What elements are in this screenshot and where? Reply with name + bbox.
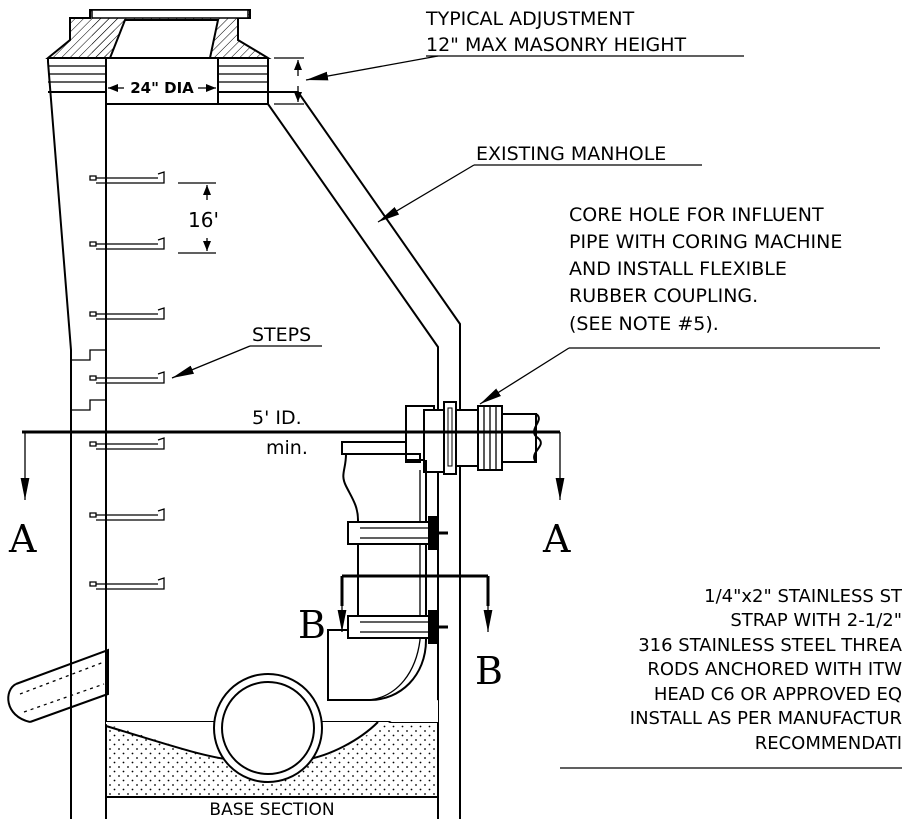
inside-diameter-label: 5' ID.	[252, 407, 302, 429]
section-line-b	[337, 574, 493, 632]
steps-label: STEPS	[252, 324, 311, 346]
inlet-pipe-left	[7, 648, 109, 723]
core-hole-line3: AND INSTALL FLEXIBLE	[569, 258, 787, 280]
step	[89, 171, 165, 184]
strap-note-line6: INSTALL AS PER MANUFACTUR	[630, 708, 902, 729]
diameter-dimension	[105, 58, 219, 104]
strap-note-line2: STRAP WITH 2-1/2"	[730, 610, 902, 631]
section-a-left-label: A	[8, 517, 37, 561]
internal-drop-pipe	[327, 441, 448, 701]
step-spacing-dimension	[178, 182, 216, 254]
core-hole-line4: RUBBER COUPLING.	[569, 285, 758, 307]
inside-diameter-min-label: min.	[266, 437, 308, 459]
section-a-right-label: A	[542, 517, 571, 561]
base-section-label: BASE SECTION	[209, 800, 334, 819]
manhole-steps	[89, 171, 165, 590]
existing-manhole-label: EXISTING MANHOLE	[476, 143, 666, 165]
strap-note-line3: 316 STAINLESS STEEL THREA	[638, 635, 902, 656]
step	[89, 577, 165, 590]
step	[89, 508, 165, 521]
step	[89, 307, 165, 320]
base-section	[105, 673, 439, 798]
core-hole-line5: (SEE NOTE #5).	[569, 313, 719, 335]
strap-note: 1/4"x2" STAINLESS ST STRAP WITH 2-1/2" 3…	[630, 586, 902, 754]
step	[89, 371, 165, 384]
section-b-left-label: B	[298, 603, 326, 647]
core-hole-line1: CORE HOLE FOR INFLUENT	[569, 204, 824, 226]
step	[89, 437, 165, 450]
strap-note-line7: RECOMMENDATI	[755, 733, 902, 754]
adjustment-rings	[48, 57, 269, 104]
frame-and-cover	[45, 9, 272, 59]
core-hole-line2: PIPE WITH CORING MACHINE	[569, 231, 842, 253]
adjustment-label-line2: 12" MAX MASONRY HEIGHT	[426, 34, 687, 56]
steps-leader	[171, 345, 251, 379]
section-b-right-label: B	[475, 649, 503, 693]
core-hole-note: CORE HOLE FOR INFLUENT PIPE WITH CORING …	[569, 204, 842, 335]
adjustment-label-line1: TYPICAL ADJUSTMENT	[425, 8, 635, 30]
strap-note-line4: RODS ANCHORED WITH ITW	[647, 659, 902, 680]
strap-note-line5: HEAD C6 OR APPROVED EQ	[654, 684, 902, 705]
existing-manhole-leader	[377, 164, 475, 223]
step-spacing-label: 16'	[188, 208, 219, 232]
diameter-label: 24" DIA	[130, 79, 194, 97]
section-line-a	[20, 430, 565, 500]
adjustment-height-dimension	[274, 55, 439, 105]
core-hole-leader	[479, 347, 570, 405]
strap-note-line1: 1/4"x2" STAINLESS ST	[704, 586, 902, 607]
step	[89, 237, 165, 250]
